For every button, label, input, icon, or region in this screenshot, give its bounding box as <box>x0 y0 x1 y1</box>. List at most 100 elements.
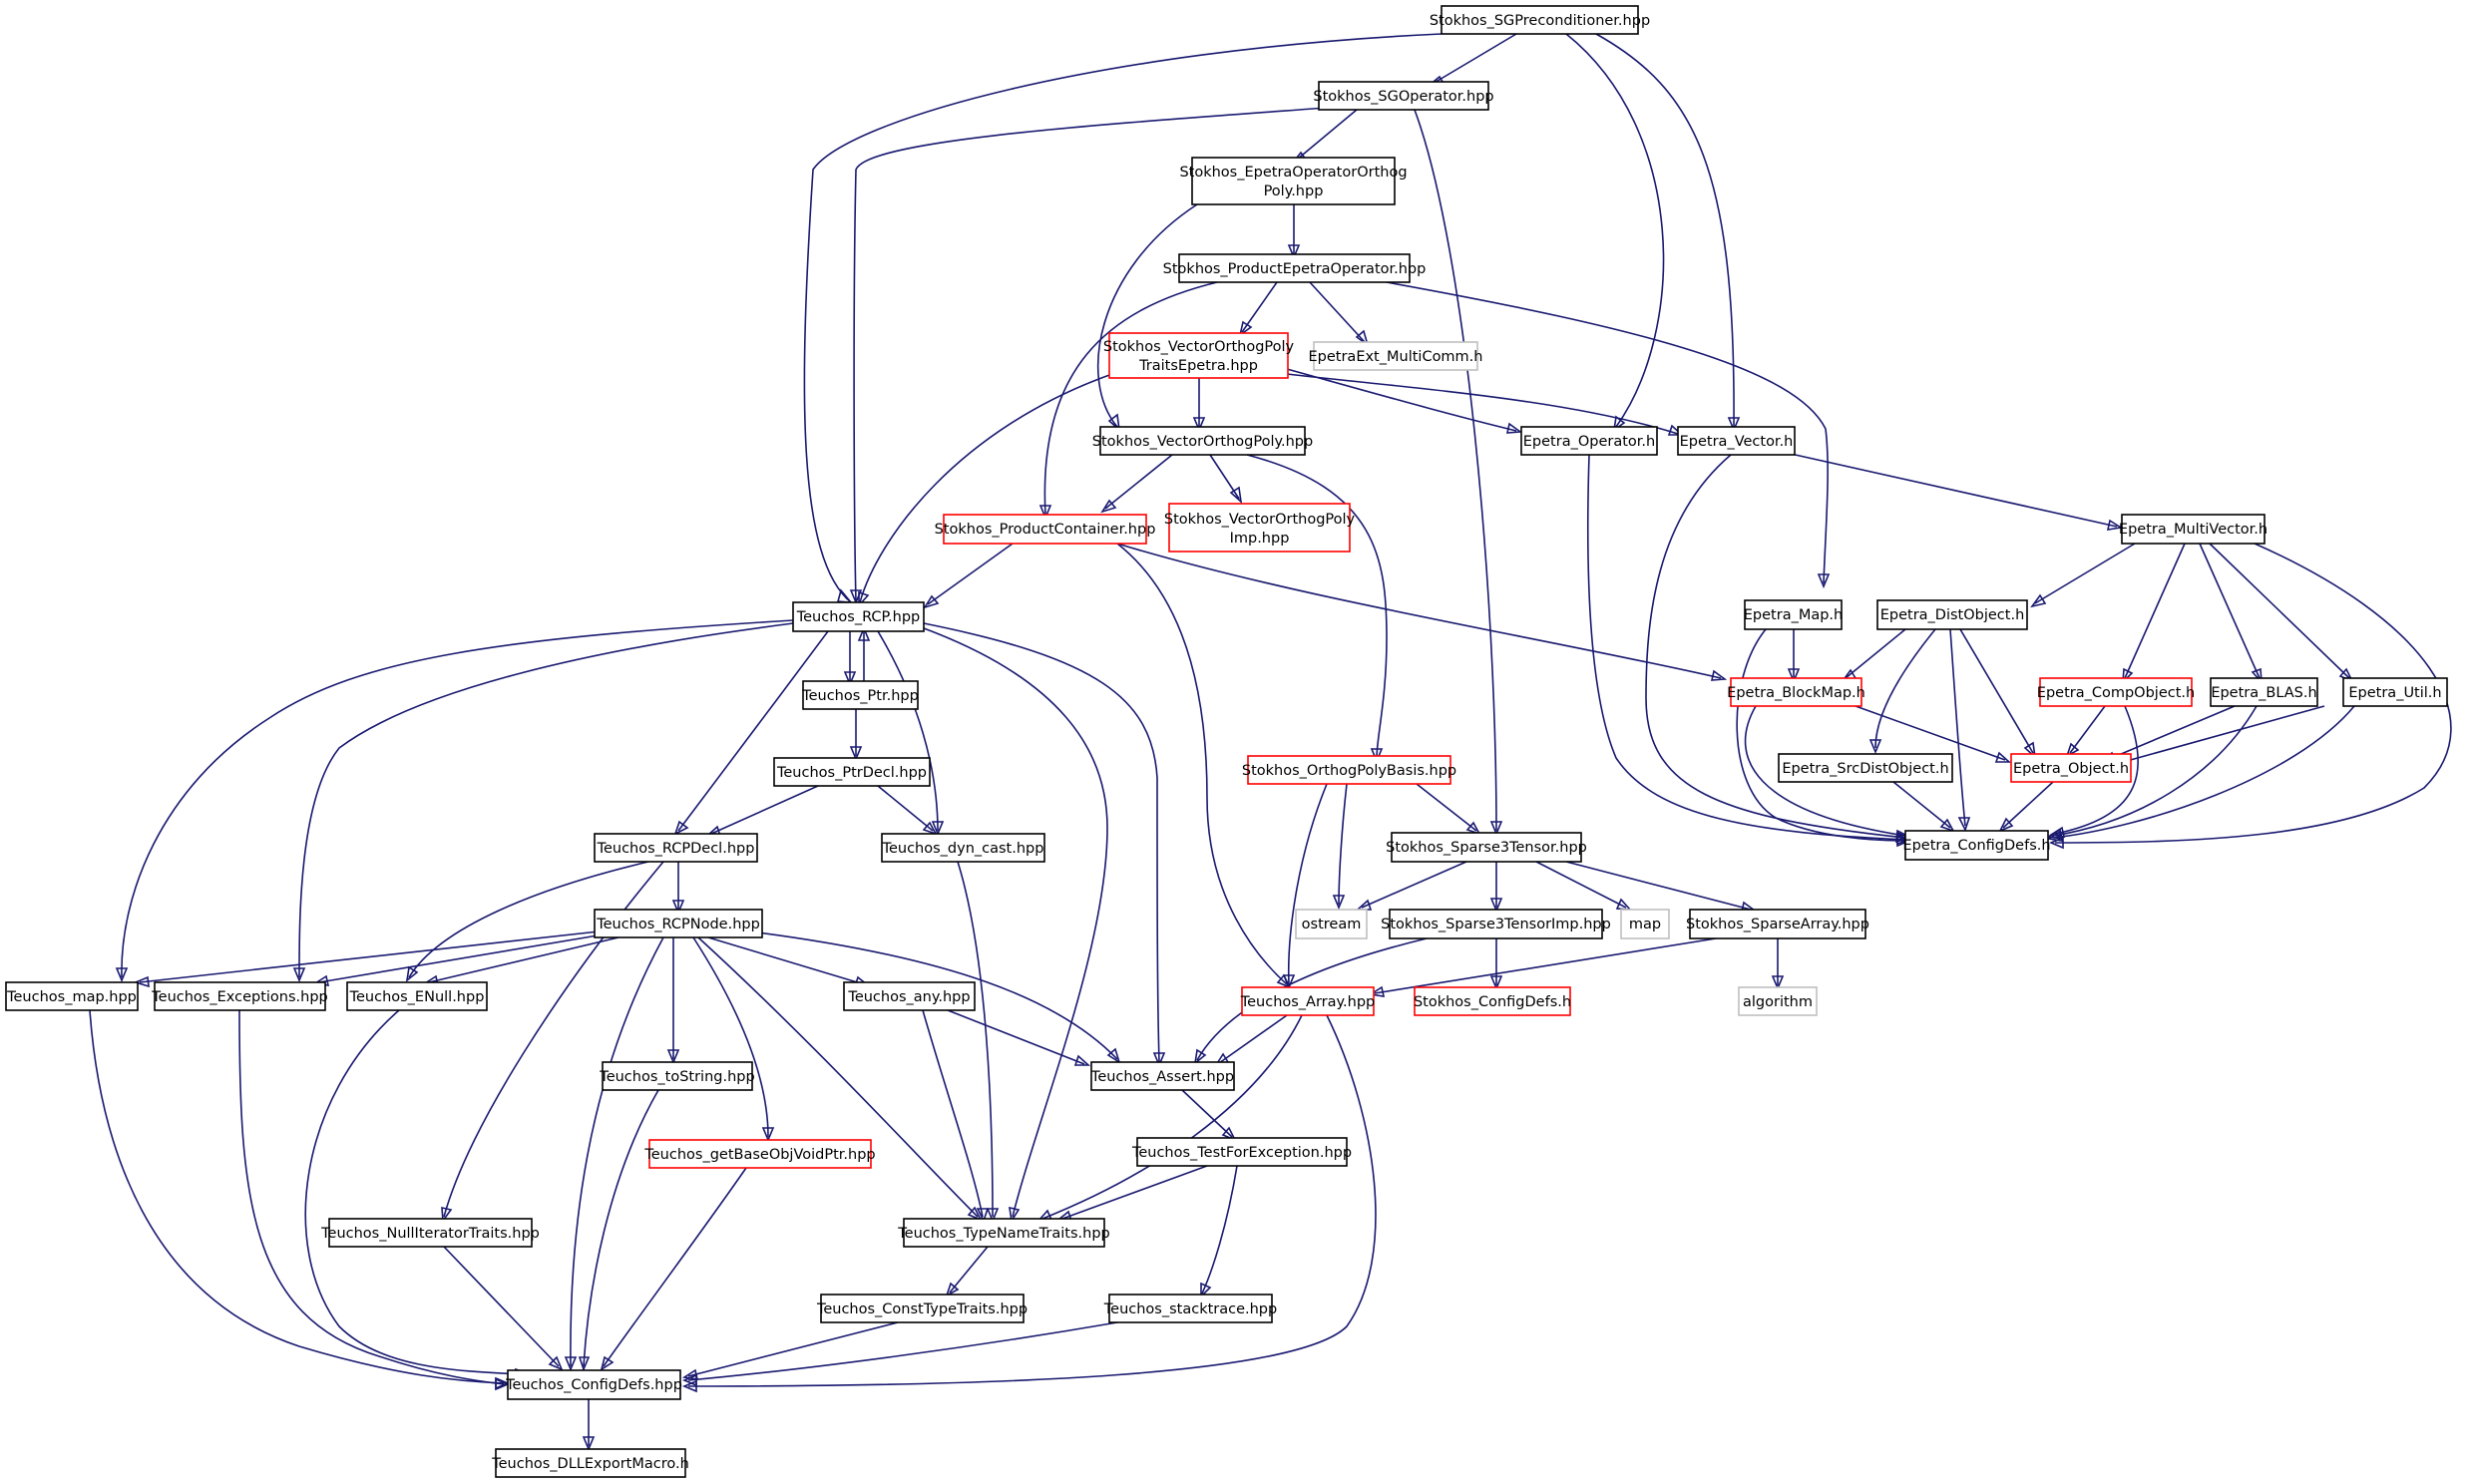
node-ttfe[interactable]: Teuchos_TestForException.hpp <box>1131 1137 1352 1167</box>
node-tcd[interactable]: Teuchos_ConfigDefs.hpp <box>505 1369 682 1400</box>
svg-text:Teuchos_dyn_cast.hpp: Teuchos_dyn_cast.hpp <box>882 841 1044 857</box>
svg-text:Epetra_Util.h: Epetra_Util.h <box>2348 685 2441 701</box>
node-tassert[interactable]: Teuchos_Assert.hpp <box>1090 1061 1235 1091</box>
node-tmap[interactable]: Teuchos_map.hpp <box>5 981 139 1011</box>
svg-text:Teuchos_TestForException.hpp: Teuchos_TestForException.hpp <box>1131 1145 1352 1161</box>
edge-evec-emv <box>1790 453 2124 531</box>
edge-ptrdecl-rcpdecl <box>704 785 819 837</box>
svg-text:Stokhos_ProductContainer.hpp: Stokhos_ProductContainer.hpp <box>935 522 1156 538</box>
node-vop[interactable]: Stokhos_VectorOrthogPoly.hpp <box>1092 426 1313 456</box>
node-tarr[interactable]: Teuchos_Array.hpp <box>1240 986 1376 1016</box>
node-tgbovp[interactable]: Teuchos_getBaseObjVoidPtr.hpp <box>643 1139 876 1169</box>
svg-text:Epetra_SrcDistObject.h: Epetra_SrcDistObject.h <box>1782 761 1948 777</box>
edge-texc-tcd <box>238 1009 511 1391</box>
node-ostream[interactable]: ostream <box>1295 909 1368 939</box>
node-esdo[interactable]: Epetra_SrcDistObject.h <box>1778 753 1953 783</box>
edge-ttfe-tst <box>1200 1165 1238 1298</box>
node-ptrdecl[interactable]: Teuchos_PtrDecl.hpp <box>773 757 931 787</box>
node-rcp[interactable]: Teuchos_RCP.hpp <box>792 601 925 632</box>
node-eblas[interactable]: Epetra_BLAS.h <box>2210 677 2318 707</box>
edge-ebm-ecd <box>1744 705 1912 842</box>
edge-peo-vopte <box>1238 281 1278 337</box>
svg-text:Teuchos_Array.hpp: Teuchos_Array.hpp <box>1240 994 1376 1010</box>
edge-tst-tcd <box>681 1321 1118 1387</box>
node-opb[interactable]: Stokhos_OrthogPolyBasis.hpp <box>1242 755 1456 785</box>
node-s3t[interactable]: Stokhos_Sparse3Tensor.hpp <box>1386 832 1587 863</box>
svg-text:Teuchos_any.hpp: Teuchos_any.hpp <box>847 989 970 1005</box>
edge-peo-emc <box>1309 281 1370 348</box>
node-tenull[interactable]: Teuchos_ENull.hpp <box>346 981 488 1011</box>
svg-text:Epetra_CompObject.h: Epetra_CompObject.h <box>2037 685 2195 701</box>
edge-rcpnode-tenull <box>422 936 619 986</box>
svg-text:Stokhos_SGOperator.hpp: Stokhos_SGOperator.hpp <box>1313 89 1493 105</box>
svg-text:Stokhos_Sparse3Tensor.hpp: Stokhos_Sparse3Tensor.hpp <box>1386 840 1587 856</box>
node-eco[interactable]: Epetra_CompObject.h <box>2037 677 2195 707</box>
node-ecd[interactable]: Epetra_ConfigDefs.h <box>1902 830 2051 861</box>
svg-text:ostream: ostream <box>1302 917 1362 932</box>
edge-rcpnode-tassert <box>757 931 1121 1064</box>
svg-text:Teuchos_map.hpp: Teuchos_map.hpp <box>6 989 137 1005</box>
node-emv[interactable]: Epetra_MultiVector.h <box>2119 514 2268 545</box>
edge-emap-ebm <box>1787 629 1801 684</box>
node-dyn[interactable]: Teuchos_dyn_cast.hpp <box>881 833 1045 863</box>
dependency-edges <box>89 33 2452 1452</box>
node-scd[interactable]: Stokhos_ConfigDefs.h <box>1414 986 1571 1016</box>
edge-emv-edo <box>2030 543 2136 608</box>
edge-ptr-ptrdecl <box>849 709 863 762</box>
svg-text:Teuchos_TypeNameTraits.hpp: Teuchos_TypeNameTraits.hpp <box>897 1226 1109 1242</box>
node-peo[interactable]: Stokhos_ProductEpetraOperator.hpp <box>1163 253 1427 283</box>
svg-text:Teuchos_ConstTypeTraits.hpp: Teuchos_ConstTypeTraits.hpp <box>816 1301 1028 1317</box>
node-edo[interactable]: Epetra_DistObject.h <box>1876 599 2028 630</box>
edge-rcp-ptr <box>843 631 857 687</box>
node-map[interactable]: map <box>1620 909 1670 939</box>
node-eobj[interactable]: Epetra_Object.h <box>2010 753 2132 783</box>
node-sgop[interactable]: Stokhos_SGOperator.hpp <box>1313 81 1494 111</box>
edge-rcpnode-tgbovp <box>692 936 775 1143</box>
edge-rcpdecl-rcpnode <box>671 862 685 916</box>
svg-text:Poly.hpp: Poly.hpp <box>1264 184 1324 199</box>
node-emap[interactable]: Epetra_Map.h <box>1744 599 1843 630</box>
edge-opb-s3t <box>1416 783 1481 836</box>
edge-dyn-ttnt <box>957 861 1000 1224</box>
edge-opb-tarr <box>1282 783 1328 990</box>
svg-text:Stokhos_SparseArray.hpp: Stokhos_SparseArray.hpp <box>1686 917 1869 932</box>
node-ptr[interactable]: Teuchos_Ptr.hpp <box>801 680 919 710</box>
node-tctt[interactable]: Teuchos_ConstTypeTraits.hpp <box>816 1294 1028 1323</box>
svg-text:Epetra_Vector.h: Epetra_Vector.h <box>1680 434 1794 450</box>
edge-eoop-peo <box>1287 204 1301 260</box>
edge-eco-eobj <box>2065 705 2106 758</box>
node-emc[interactable]: EpetraExt_MultiComm.h <box>1309 341 1483 371</box>
node-tnit[interactable]: Teuchos_NullIteratorTraits.hpp <box>320 1218 540 1248</box>
svg-text:Epetra_BlockMap.h: Epetra_BlockMap.h <box>1727 685 1865 701</box>
node-sa[interactable]: Stokhos_SparseArray.hpp <box>1686 909 1869 939</box>
svg-text:Stokhos_Sparse3TensorImp.hpp: Stokhos_Sparse3TensorImp.hpp <box>1381 917 1611 932</box>
node-tst[interactable]: Teuchos_stacktrace.hpp <box>1103 1294 1277 1323</box>
node-tany[interactable]: Teuchos_any.hpp <box>843 981 976 1011</box>
node-eop[interactable]: Epetra_Operator.h <box>1520 426 1658 456</box>
node-tts[interactable]: Teuchos_toString.hpp <box>599 1061 755 1091</box>
node-eutil[interactable]: Epetra_Util.h <box>2342 677 2448 707</box>
edge-ptrdecl-dyn <box>877 785 938 836</box>
edge-rcp-dyn <box>877 630 945 837</box>
node-ttnt[interactable]: Teuchos_TypeNameTraits.hpp <box>897 1218 1110 1248</box>
node-s3ti[interactable]: Stokhos_Sparse3TensorImp.hpp <box>1381 909 1611 939</box>
edge-sa-alg <box>1771 938 1785 991</box>
node-tdll[interactable]: Teuchos_DLLExportMacro.h <box>491 1448 689 1478</box>
node-rcpnode[interactable]: Teuchos_RCPNode.hpp <box>594 909 763 938</box>
edge-vop-pc <box>1100 454 1173 514</box>
node-pc[interactable]: Stokhos_ProductContainer.hpp <box>935 514 1156 545</box>
node-ebm[interactable]: Epetra_BlockMap.h <box>1727 677 1865 707</box>
node-rcpdecl[interactable]: Teuchos_RCPDecl.hpp <box>594 833 758 863</box>
edge-rcpnode-tcd <box>564 936 664 1372</box>
edge-rcp-rcpdecl <box>673 630 829 836</box>
node-evec[interactable]: Epetra_Vector.h <box>1677 426 1796 456</box>
node-root[interactable]: Stokhos_SGPreconditioner.hpp <box>1430 5 1650 35</box>
edge-sa-tarr <box>1368 937 1717 997</box>
node-texc[interactable]: Teuchos_Exceptions.hpp <box>151 981 328 1011</box>
svg-text:Teuchos_RCP.hpp: Teuchos_RCP.hpp <box>796 609 921 625</box>
node-alg[interactable]: algorithm <box>1738 986 1818 1016</box>
svg-text:Teuchos_stacktrace.hpp: Teuchos_stacktrace.hpp <box>1103 1301 1277 1317</box>
